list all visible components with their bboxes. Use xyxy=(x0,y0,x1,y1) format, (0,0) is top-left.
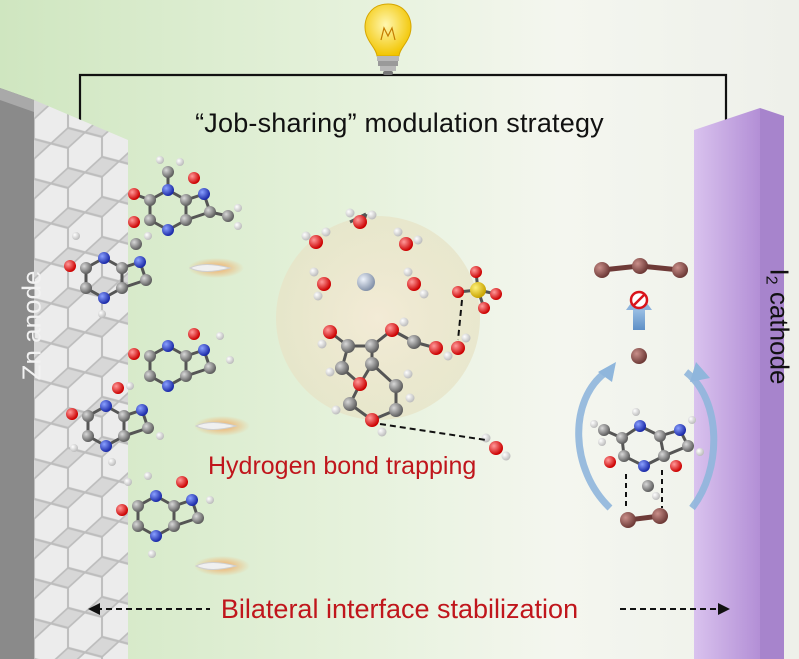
hydrogen-bond-label: Hydrogen bond trapping xyxy=(208,452,477,480)
curved-arrow-icon xyxy=(575,369,718,511)
polyiodide-species xyxy=(594,258,688,528)
zn-solvation-structure xyxy=(301,208,511,461)
bilateral-arrow xyxy=(88,603,730,615)
solvation-sheath xyxy=(276,216,480,420)
cathode-subscript: 2 xyxy=(762,275,780,285)
lightbulb-icon xyxy=(364,3,412,75)
additive-molecules-anode xyxy=(64,156,242,558)
additive-molecule-cathode xyxy=(590,408,704,508)
no-entry-icon xyxy=(629,290,649,310)
zn-ion-flux xyxy=(188,258,250,576)
diagram-title: “Job-sharing” modulation strategy xyxy=(195,108,604,138)
i2-cathode-electrode xyxy=(694,108,784,659)
anode-label: Zn anode xyxy=(16,270,47,381)
zn-anode-electrode xyxy=(0,88,128,659)
bilateral-label: Bilateral interface stabilization xyxy=(220,594,579,624)
cathode-word: cathode xyxy=(764,284,795,385)
cathode-label: I2 cathode xyxy=(762,267,795,387)
